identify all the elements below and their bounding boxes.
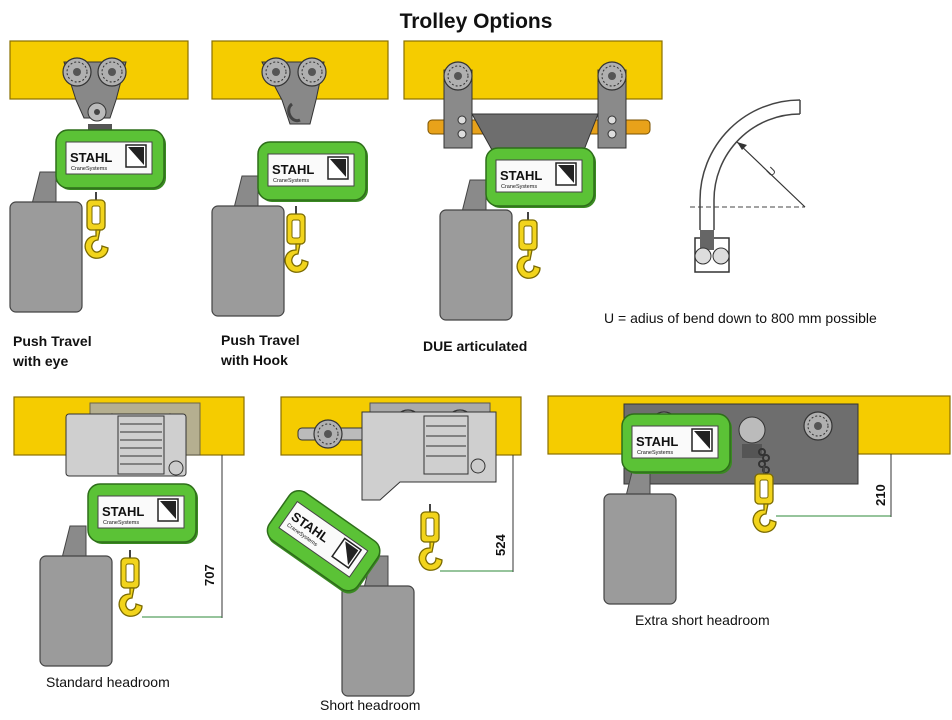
hoist-body-short	[266, 489, 381, 594]
dimension-short: 524	[440, 455, 514, 572]
control-panel	[9, 171, 83, 313]
brand-name: STAHL	[272, 162, 314, 177]
trolley-push-eye	[62, 57, 127, 132]
brand-name: STAHL	[70, 150, 112, 165]
trolley-push-hook	[261, 57, 327, 125]
dimension-label-short: 524	[493, 534, 508, 556]
dimension-label-extra-short: 210	[873, 484, 888, 506]
label-line: Push Travel	[221, 332, 300, 348]
curved-track-diagram: U	[690, 99, 806, 273]
brand-name: STAHL	[500, 168, 542, 183]
label-standard-headroom: Standard headroom	[46, 674, 170, 690]
dimension-extra-short: 210	[776, 454, 892, 517]
label-short-headroom: Short headroom	[320, 697, 421, 713]
brand-sub: CraneSystems	[637, 450, 673, 456]
control-panel	[39, 525, 113, 667]
page-title: Trolley Options	[399, 10, 553, 33]
label-due-articulated: DUE articulated	[423, 338, 528, 354]
hook-standard	[118, 549, 143, 618]
brand-sub: CraneSystems	[501, 184, 537, 190]
hook-due	[516, 211, 541, 280]
hook-short	[418, 503, 443, 572]
brand-name: STAHL	[636, 434, 678, 449]
label-push-travel-hook: Push Travel with Hook	[221, 330, 300, 370]
brand-name: STAHL	[102, 504, 144, 519]
control-panel	[603, 463, 677, 605]
trolley-standard	[65, 402, 201, 477]
label-line: with Hook	[221, 352, 288, 368]
hook-push-hook	[284, 205, 309, 274]
hook-push-eye	[84, 191, 109, 260]
hook-extra-short	[752, 465, 777, 534]
trolley-short	[297, 402, 497, 501]
brand-sub: CraneSystems	[273, 178, 309, 184]
bend-radius-symbol: U	[765, 165, 779, 179]
label-push-travel-eye: Push Travel with eye	[13, 331, 92, 371]
brand-sub: CraneSystems	[103, 520, 139, 526]
label-line: Push Travel	[13, 333, 92, 349]
label-bend-note: U = adius of bend down to 800 mm possibl…	[604, 310, 877, 326]
label-line: with eye	[13, 353, 69, 369]
brand-sub: CraneSystems	[71, 166, 107, 172]
label-extra-short-headroom: Extra short headroom	[635, 612, 770, 628]
dimension-standard: 707	[142, 455, 223, 618]
trolley-due	[427, 61, 651, 151]
dimension-label-standard: 707	[202, 564, 217, 586]
